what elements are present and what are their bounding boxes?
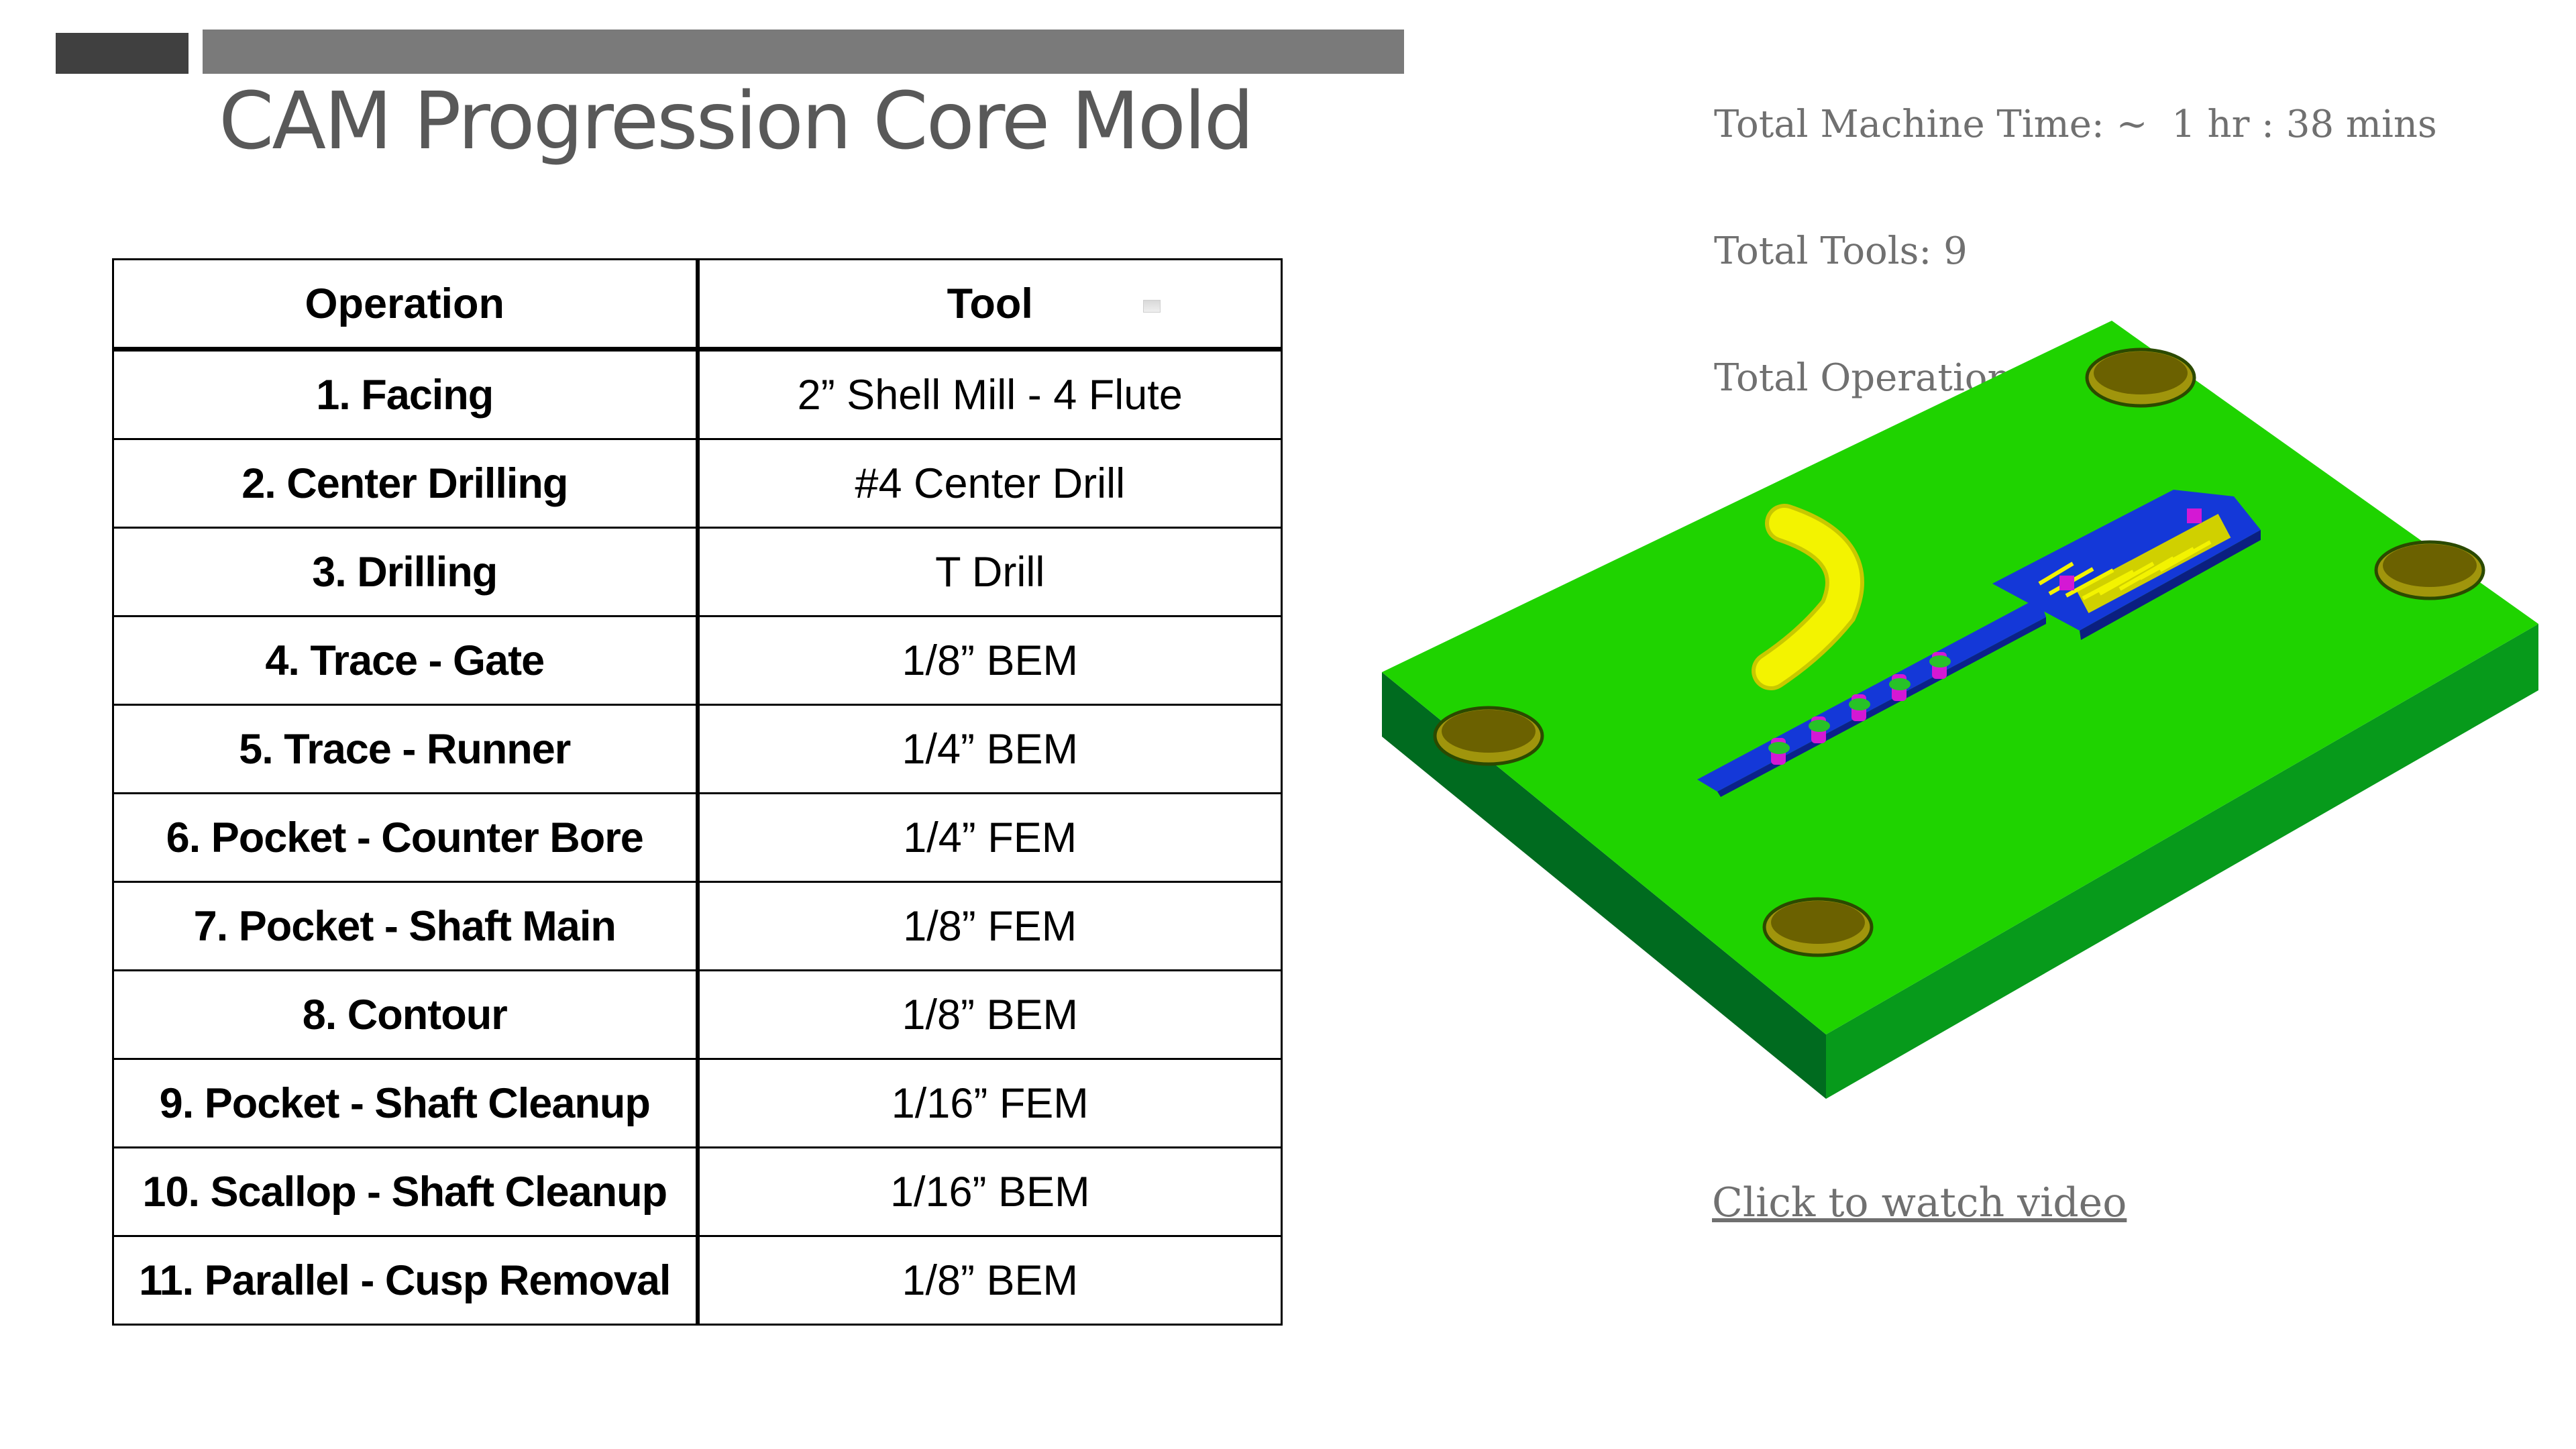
plate-front-face bbox=[1382, 672, 1826, 1099]
machining-stats: Total Machine Time: ~ 1 hr : 38 mins Tot… bbox=[1714, 19, 2437, 441]
operation-column-header: Operation bbox=[112, 258, 700, 352]
title-accent-block bbox=[56, 33, 189, 74]
core-mold-3d-model bbox=[1382, 321, 2538, 1099]
shaft-detail bbox=[2038, 508, 2231, 613]
total-tools: Total Tools: 9 bbox=[1714, 229, 1968, 273]
tool-cell: 1/8” BEM bbox=[696, 615, 1283, 706]
operation-cell: 4. Trace - Gate bbox=[112, 615, 700, 706]
title-accent-bar bbox=[203, 30, 1404, 74]
tool-cell: 1/8” BEM bbox=[696, 969, 1283, 1060]
table-header-row: Operation Tool bbox=[112, 258, 1283, 352]
plate-top-face bbox=[1382, 321, 2538, 1034]
tool-cell: 1/4” FEM bbox=[696, 792, 1283, 883]
watch-video-link[interactable]: Click to watch video bbox=[1712, 1179, 2127, 1226]
operation-cell: 5. Trace - Runner bbox=[112, 704, 700, 794]
tool-cell: 2” Shell Mill - 4 Flute bbox=[696, 348, 1283, 440]
operation-cell: 9. Pocket - Shaft Cleanup bbox=[112, 1058, 700, 1148]
table-row: 2. Center Drilling#4 Center Drill bbox=[112, 438, 1283, 529]
tool-cell: 1/16” FEM bbox=[696, 1058, 1283, 1148]
operation-cell: 10. Scallop - Shaft Cleanup bbox=[112, 1146, 700, 1237]
slide-title: CAM Progression Core Mold bbox=[219, 74, 1254, 167]
operation-cell: 11. Parallel - Cusp Removal bbox=[112, 1235, 700, 1326]
operation-cell: 8. Contour bbox=[112, 969, 700, 1060]
tool-cell: 1/8” FEM bbox=[696, 881, 1283, 971]
operation-cell: 6. Pocket - Counter Bore bbox=[112, 792, 700, 883]
tool-cell: 1/4” BEM bbox=[696, 704, 1283, 794]
operation-cell: 3. Drilling bbox=[112, 527, 700, 617]
tool-cell: #4 Center Drill bbox=[696, 438, 1283, 529]
operation-cell: 2. Center Drilling bbox=[112, 438, 700, 529]
tool-cell: 1/8” BEM bbox=[696, 1235, 1283, 1326]
mounting-holes bbox=[1433, 347, 2485, 957]
table-placeholder-icon bbox=[1143, 300, 1161, 313]
operation-cell: 1. Facing bbox=[112, 348, 700, 440]
tool-cell: 1/16” BEM bbox=[696, 1146, 1283, 1237]
tool-column-header: Tool bbox=[696, 258, 1283, 352]
total-machine-time: Total Machine Time: ~ 1 hr : 38 mins bbox=[1714, 103, 2437, 146]
shaft-pocket bbox=[1992, 490, 2261, 631]
plate-right-face bbox=[1826, 624, 2538, 1099]
operation-cell: 7. Pocket - Shaft Main bbox=[112, 881, 700, 971]
tool-cell: T Drill bbox=[696, 527, 1283, 617]
